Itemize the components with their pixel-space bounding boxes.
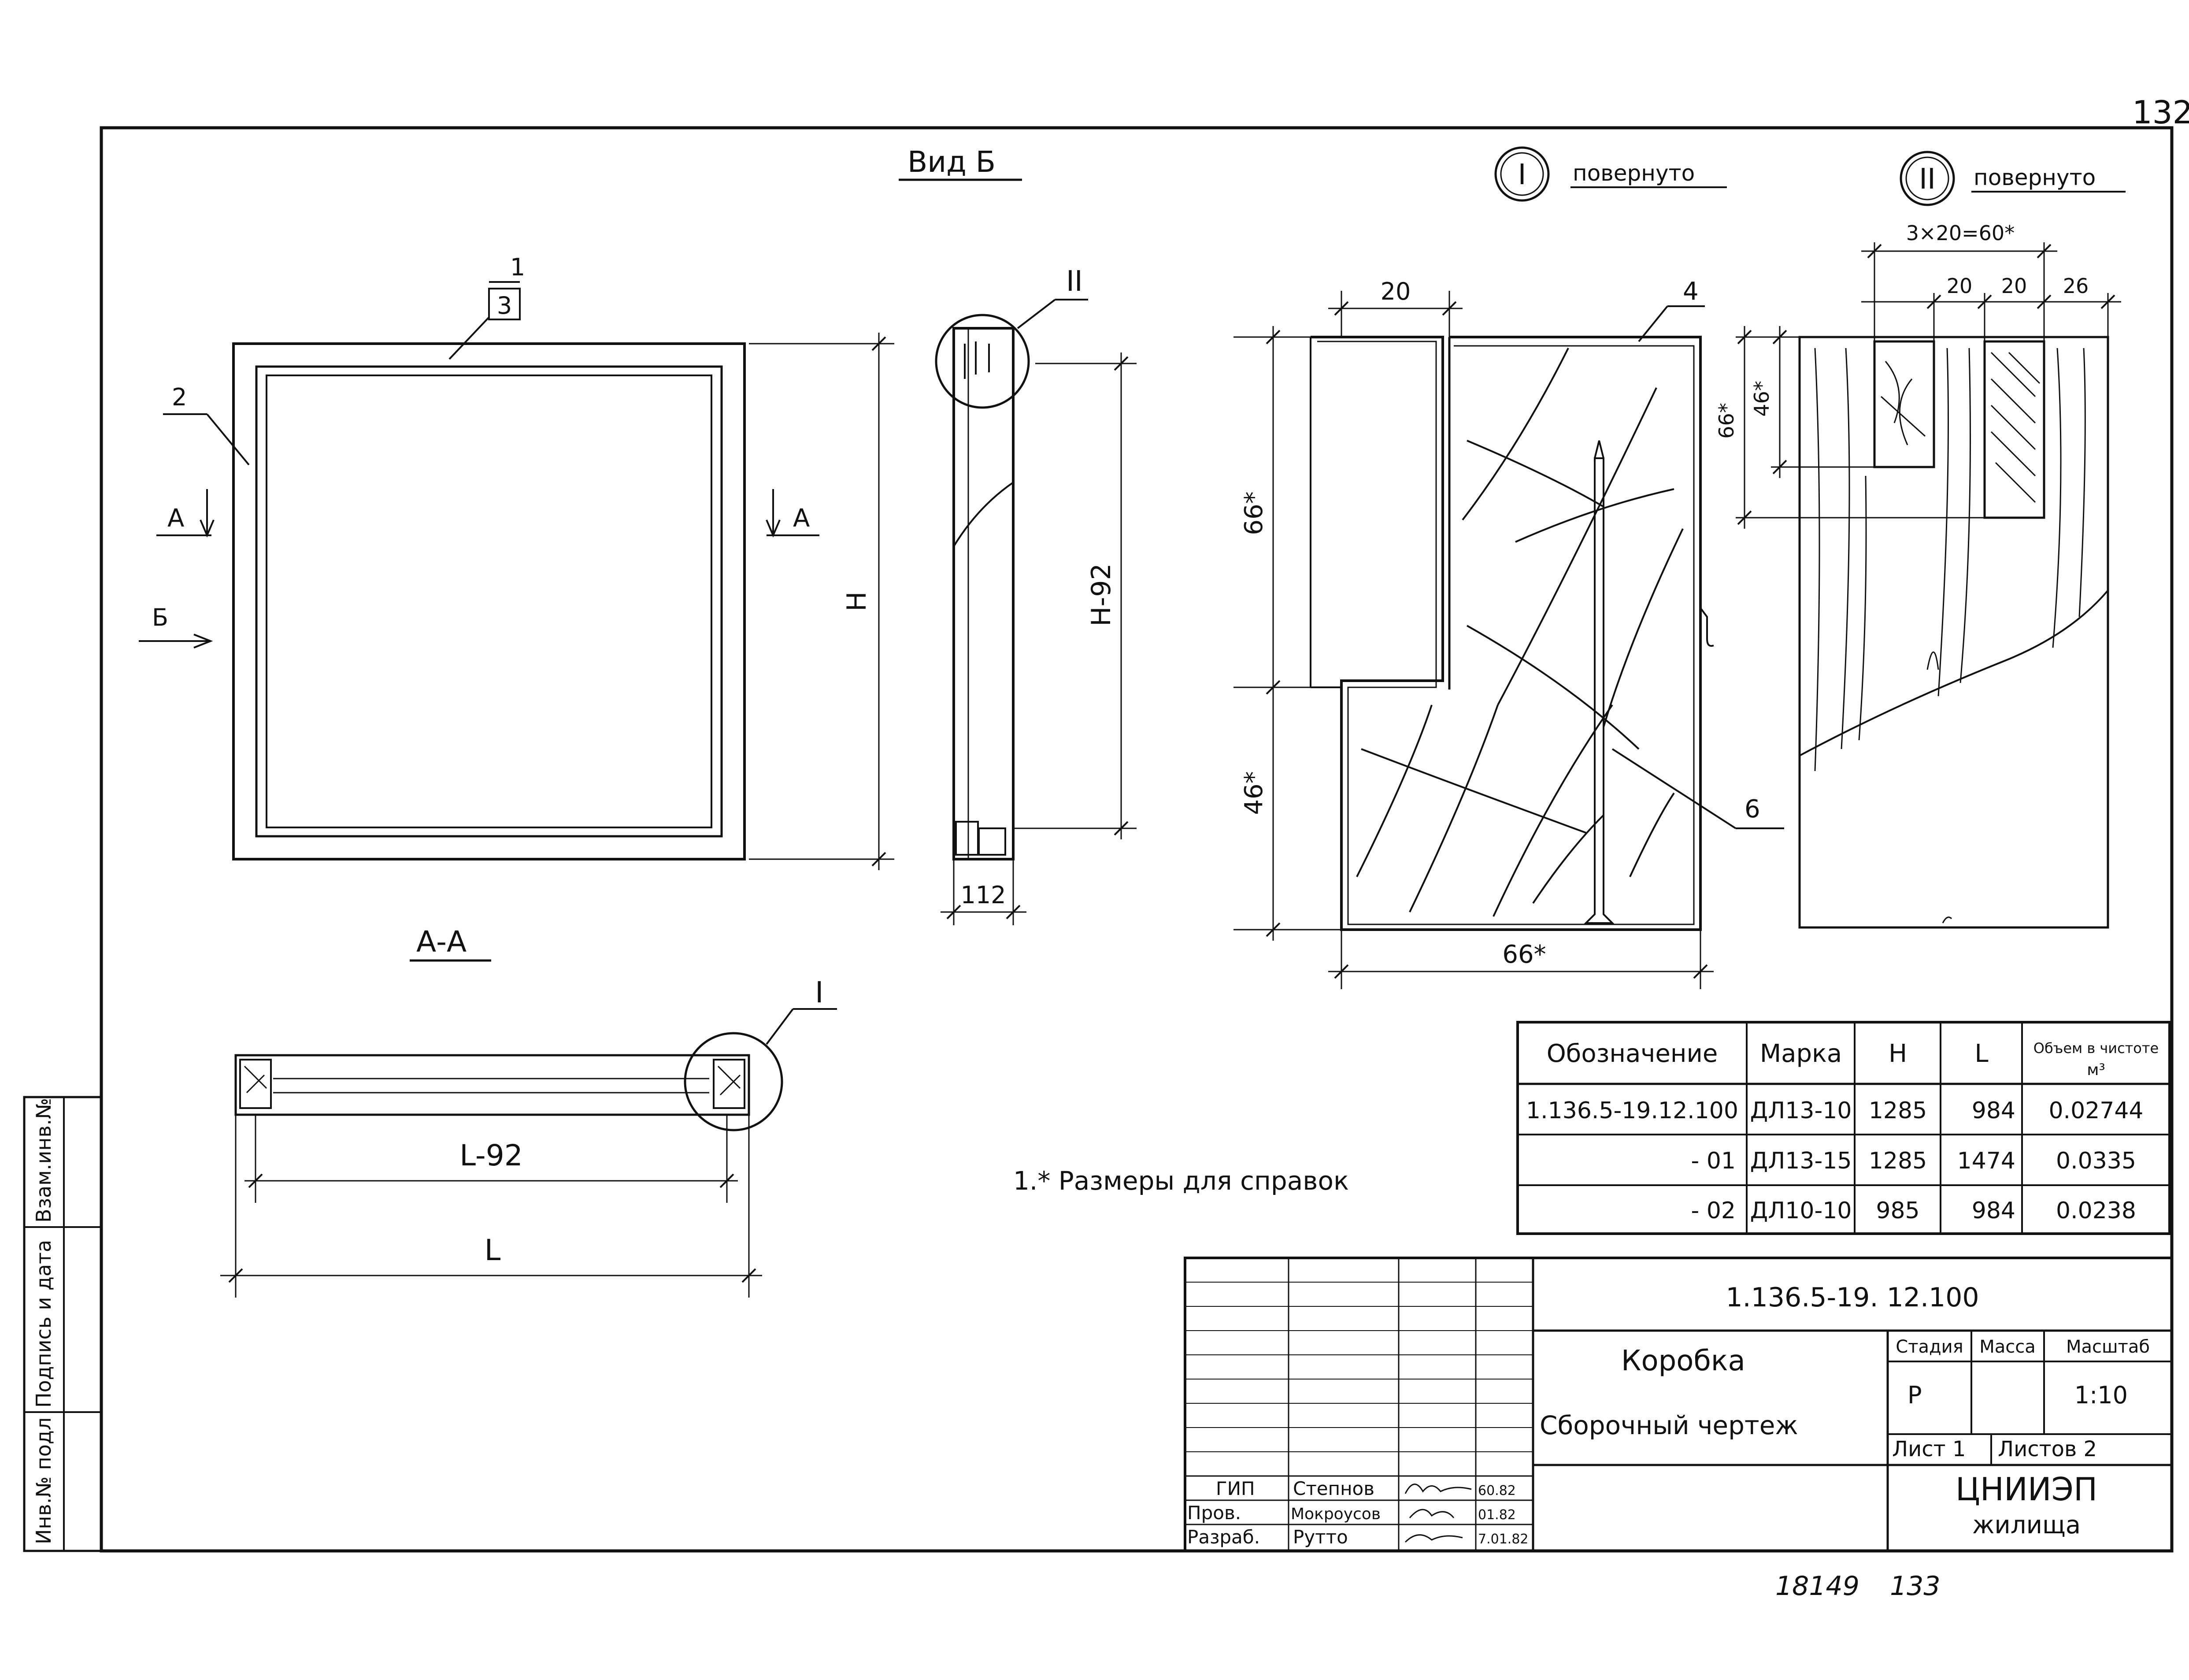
view-b-arrow-label: Б — [152, 604, 168, 631]
name-author: Рутто — [1293, 1526, 1348, 1548]
dim-66-ii: 66* — [1715, 403, 1738, 439]
sheet-archive-number: 133 — [1890, 1571, 1941, 1602]
name-check: Мокроусов — [1291, 1505, 1381, 1523]
table-row: - 02 ДЛ10-10 985 984 0.0238 — [1691, 1198, 2136, 1224]
dim-3x20: 3×20=60* — [1906, 221, 2015, 245]
role-author: Разраб. — [1187, 1526, 1260, 1548]
callout-ii-header: II повернуто — [1900, 151, 2126, 206]
cut-a-left: А — [167, 504, 184, 533]
pos-2-label: 2 — [172, 383, 187, 411]
role-gip: ГИП — [1216, 1478, 1255, 1499]
side-stamp: Инв.№ подл Подпись и дата Взам.инв.№ — [23, 1096, 103, 1552]
name-gip: Степнов — [1293, 1478, 1374, 1499]
callout-ii-mark: II — [1919, 163, 1936, 196]
title-block-grid-rows — [1185, 1282, 1533, 1525]
row3-l: 984 — [1972, 1198, 2015, 1224]
side-callout-ii: II — [1066, 265, 1083, 298]
row2-mark: ДЛ13-15 — [1750, 1148, 1852, 1174]
pos-4-label: 4 — [1683, 277, 1699, 306]
drawing-type: Сборочный чертеж — [1540, 1410, 1798, 1440]
dim-66-left: 66* — [1240, 491, 1268, 535]
callout-ii-label: повернуто — [1974, 165, 2096, 190]
dim-l: L — [485, 1233, 501, 1267]
scale-label: Масштаб — [2066, 1337, 2150, 1357]
row1-volume: 0.02744 — [2048, 1098, 2143, 1124]
title-block: ГИП Степнов 60.82 Пров. Мокроусов 01.82 … — [1184, 1257, 2173, 1552]
date-check: 01.82 — [1478, 1507, 1516, 1523]
side-stamp-signature: Подпись и дата — [32, 1240, 56, 1408]
col-volume: Объем в чистоте — [2033, 1040, 2159, 1057]
scale-value: 1:10 — [2074, 1381, 2128, 1409]
dim-20a: 20 — [1947, 274, 1973, 298]
dim-l92: L-92 — [459, 1139, 522, 1172]
pos-3-label: 3 — [497, 292, 512, 319]
dim-26: 26 — [2063, 274, 2089, 298]
date-author: 7.01.82 — [1478, 1532, 1529, 1547]
row3-mark: ДЛ10-10 — [1750, 1198, 1852, 1224]
col-l: L — [1974, 1039, 1988, 1068]
date-gip: 60.82 — [1478, 1483, 1516, 1498]
section-callout-i: I — [815, 975, 823, 1009]
col-mark: Марка — [1760, 1039, 1842, 1068]
side-stamp-replace: Взам.инв.№ — [32, 1098, 56, 1223]
row2-h: 1285 — [1869, 1148, 1927, 1174]
role-check: Пров. — [1187, 1502, 1241, 1524]
col-h: H — [1889, 1039, 1907, 1068]
row1-mark: ДЛ13-10 — [1750, 1098, 1852, 1124]
archive-number: 18149 — [1775, 1571, 1859, 1602]
side-stamp-inv: Инв.№ подл — [32, 1417, 56, 1544]
mass-label: Масса — [1979, 1337, 2036, 1357]
side-view: II H-92 112 — [935, 265, 1137, 925]
dim-46-left: 46* — [1240, 771, 1268, 815]
row3-volume: 0.0238 — [2056, 1198, 2136, 1224]
dim-20-top: 20 — [1381, 278, 1411, 305]
callout-i-mark: I — [1518, 159, 1526, 191]
note-reference-dims: 1.* Размеры для справок — [1013, 1166, 1349, 1196]
stage-value: Р — [1908, 1381, 1922, 1409]
dim-112: 112 — [960, 881, 1006, 909]
stage-label: Стадия — [1896, 1337, 1963, 1357]
row2-volume: 0.0335 — [2056, 1148, 2136, 1174]
sheet-number: Лист 1 — [1892, 1437, 1966, 1461]
callout-i-label: повернуто — [1573, 160, 1695, 186]
pos-1-label: 1 — [510, 253, 525, 281]
detail-i: 20 66* 46* 66* 4 6 — [1233, 277, 1784, 989]
dim-46-ii: 46* — [1750, 381, 1774, 417]
org-name-sub: жилища — [1972, 1511, 2081, 1539]
signatures — [1404, 1483, 1472, 1543]
front-view: 1 3 2 А А Б H — [139, 253, 894, 870]
row2-l: 1474 — [1957, 1148, 2015, 1174]
page-number: 132 — [2132, 94, 2189, 131]
detail-ii: 3×20=60* 20 20 26 66* 46* — [1715, 221, 2121, 929]
org-name: ЦНИИЭП — [1956, 1471, 2097, 1508]
row2-designation: - 01 — [1691, 1148, 1736, 1174]
callout-i-header: I повернуто — [1494, 146, 1727, 202]
col-volume-unit: м³ — [2087, 1061, 2105, 1079]
section-aa: I L-92 L — [220, 975, 837, 1298]
row3-designation: - 02 — [1691, 1198, 1736, 1224]
sheets-total: Листов 2 — [1998, 1437, 2097, 1461]
dim-66-bottom: 66* — [1502, 940, 1546, 969]
table-row: - 01 ДЛ13-15 1285 1474 0.0335 — [1691, 1148, 2136, 1174]
row1-designation: 1.136.5-19.12.100 — [1526, 1098, 1738, 1124]
table-row: 1.136.5-19.12.100 ДЛ13-10 1285 984 0.027… — [1526, 1098, 2143, 1124]
view-b-title: Вид Б — [907, 145, 996, 179]
dim-20b: 20 — [2001, 274, 2027, 298]
dim-h: H — [841, 591, 872, 611]
row1-l: 984 — [1972, 1098, 2015, 1124]
row1-h: 1285 — [1869, 1098, 1927, 1124]
drawing-frame — [100, 126, 2174, 1553]
drawing-code: 1.136.5-19. 12.100 — [1726, 1282, 1979, 1313]
section-aa-title: А-А — [416, 925, 467, 959]
drawing-name: Коробка — [1621, 1345, 1745, 1377]
spec-table: Обозначение Марка H L Объем в чистоте м³… — [1516, 1021, 2171, 1235]
row3-h: 985 — [1876, 1198, 1919, 1224]
cut-a-right: А — [793, 504, 810, 533]
pos-6-label: 6 — [1745, 795, 1760, 823]
col-designation: Обозначение — [1547, 1039, 1718, 1068]
dim-h92: H-92 — [1086, 563, 1117, 626]
